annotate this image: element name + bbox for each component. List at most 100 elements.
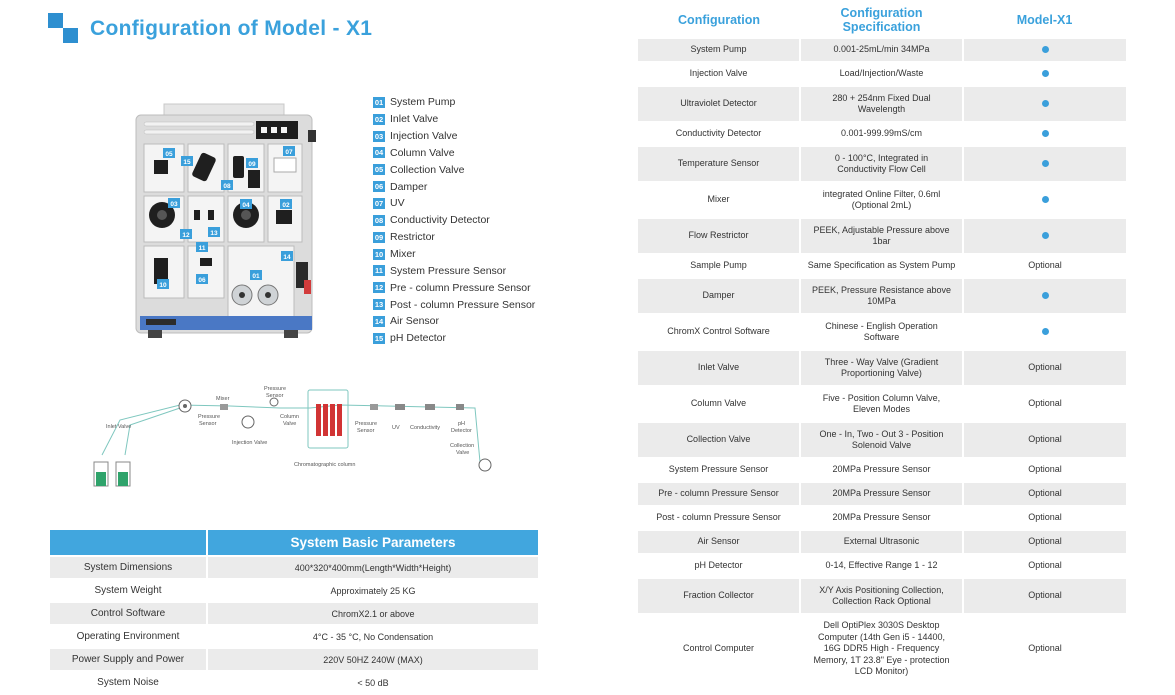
component-label: Injection Valve [390, 130, 458, 143]
device-illustration: 05 15 09 07 03 04 02 12 13 11 08 06 10 0… [135, 103, 316, 338]
component-number-badge: 13 [373, 299, 385, 311]
config-name: Flow Restrictor [638, 217, 801, 254]
config-model-value [963, 145, 1126, 182]
component-item: 11 System Pressure Sensor [373, 262, 535, 279]
component-number-badge: 06 [373, 181, 385, 193]
flow-diagram: Inlet Valve Mixer Pressure Sensor Pressu… [93, 386, 492, 487]
component-number-badge: 01 [373, 96, 385, 108]
component-label: Mixer [390, 248, 416, 261]
component-label: Collection Valve [390, 163, 465, 176]
config-model-value [963, 181, 1126, 218]
device-badge: 07 [285, 149, 293, 156]
included-dot-icon [1041, 46, 1049, 54]
config-model-value: Optional [963, 457, 1126, 482]
config-model-value: Optional [963, 385, 1126, 422]
device-badge: 12 [182, 232, 190, 239]
config-name: Ultraviolet Detector [638, 85, 801, 122]
config-name: Air Sensor [638, 529, 801, 554]
flow-label-injection-valve: Injection Valve [232, 440, 267, 446]
included-dot-icon [1041, 100, 1049, 108]
component-number-badge: 11 [373, 265, 385, 277]
config-model-value: Optional [963, 481, 1126, 506]
config-spec: Five - Position Column Valve,Eleven Mode… [800, 385, 964, 422]
config-spec: X/Y Axis Positioning Collection,Collecti… [800, 577, 964, 614]
flow-label-ph: pH [458, 421, 465, 427]
param-label: System Weight [50, 578, 208, 602]
included-dot-icon [1041, 328, 1049, 336]
param-value: 400*320*400mm(Length*Width*Height) [207, 555, 538, 579]
param-label: System Dimensions [50, 555, 208, 579]
flow-label-pressure-sensor: Pressure [264, 386, 286, 392]
param-value: ChromX2.1 or above [207, 601, 538, 625]
component-number-badge: 05 [373, 164, 385, 176]
config-spec: Load/Injection/Waste [800, 61, 964, 86]
param-value: < 50 dB [207, 670, 538, 693]
device-badge: 13 [210, 230, 218, 237]
config-model-value [963, 217, 1126, 254]
config-model-value [963, 313, 1126, 350]
config-name: Fraction Collector [638, 577, 801, 614]
config-model-value: Optional [963, 253, 1126, 278]
brand-squares-icon [48, 13, 80, 45]
device-badge: 08 [223, 183, 231, 190]
component-label: System Pressure Sensor [390, 264, 507, 277]
flow-label-column: Chromatographic column [294, 462, 355, 468]
device-badge: 02 [282, 202, 290, 209]
config-name: Control Computer [638, 613, 801, 683]
component-number-badge: 07 [373, 197, 385, 209]
included-dot-icon [1041, 70, 1049, 78]
config-model-value: Optional [963, 505, 1126, 530]
table-row: System Noise< 50 dB [50, 670, 538, 693]
config-spec: 20MPa Pressure Sensor [800, 457, 964, 482]
component-number-badge: 02 [373, 113, 385, 125]
config-model-value: Optional [963, 553, 1126, 578]
param-label: Power Supply and Power [50, 647, 208, 671]
flow-label-uv: UV [392, 425, 400, 431]
config-name: Temperature Sensor [638, 145, 801, 182]
page-header: Configuration of Model - X1 [48, 12, 372, 46]
config-name: Sample Pump [638, 253, 801, 278]
component-number-badge: 08 [373, 214, 385, 226]
config-model-value: Optional [963, 421, 1126, 458]
config-model-value: Optional [963, 349, 1126, 386]
config-model-value: Optional [963, 613, 1126, 683]
device-badge: 15 [183, 159, 191, 166]
component-label: Restrictor [390, 231, 435, 244]
device-badge: 09 [248, 161, 256, 168]
basic-parameters-table: System Basic Parameters System Dimension… [50, 530, 538, 693]
param-label: System Noise [50, 670, 208, 693]
flow-label-ph: Detector [451, 428, 472, 434]
param-label: Control Software [50, 601, 208, 625]
config-spec: 20MPa Pressure Sensor [800, 505, 964, 530]
device-badge: 11 [199, 245, 206, 252]
device-badge: 04 [242, 202, 250, 209]
